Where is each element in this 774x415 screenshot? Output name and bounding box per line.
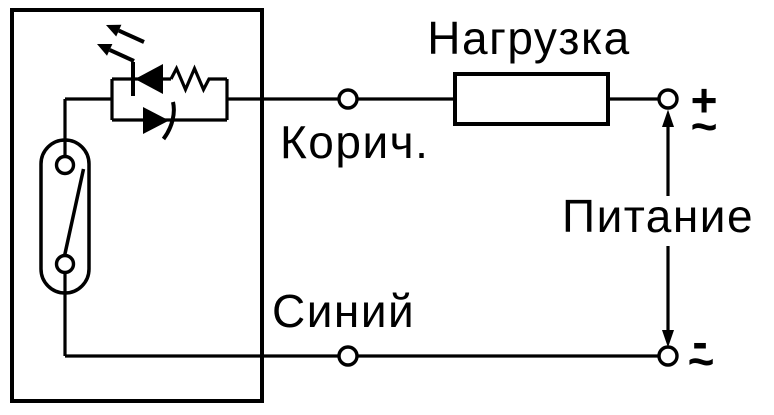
load-label: Нагрузка [427, 12, 630, 64]
plus-sign: + [691, 74, 718, 126]
power-supply-arrow [662, 109, 674, 348]
power-label: Питание [562, 190, 754, 242]
protection-diode-icon [143, 101, 176, 141]
blue-terminal-node [337, 345, 359, 367]
minus-ac-tilde: ~ [688, 335, 715, 387]
indicator-circuit [97, 24, 229, 141]
positive-terminal-node [657, 88, 679, 110]
arrow-down-icon [662, 330, 674, 348]
resistor [169, 64, 227, 94]
led-icon [97, 24, 163, 96]
branch-frame [110, 77, 229, 122]
sensor-housing-box [10, 8, 264, 403]
blue-wire-label: Синий [272, 285, 415, 337]
brown-terminal-node [337, 88, 359, 110]
negative-terminal-node [657, 345, 679, 367]
minus-sign: - [692, 316, 707, 368]
reed-switch-icon [39, 138, 91, 295]
brown-wire-label: Корич. [280, 116, 429, 168]
arrow-up-icon [662, 109, 674, 127]
plus-ac-tilde: ~ [691, 100, 718, 152]
load-box [453, 72, 610, 126]
